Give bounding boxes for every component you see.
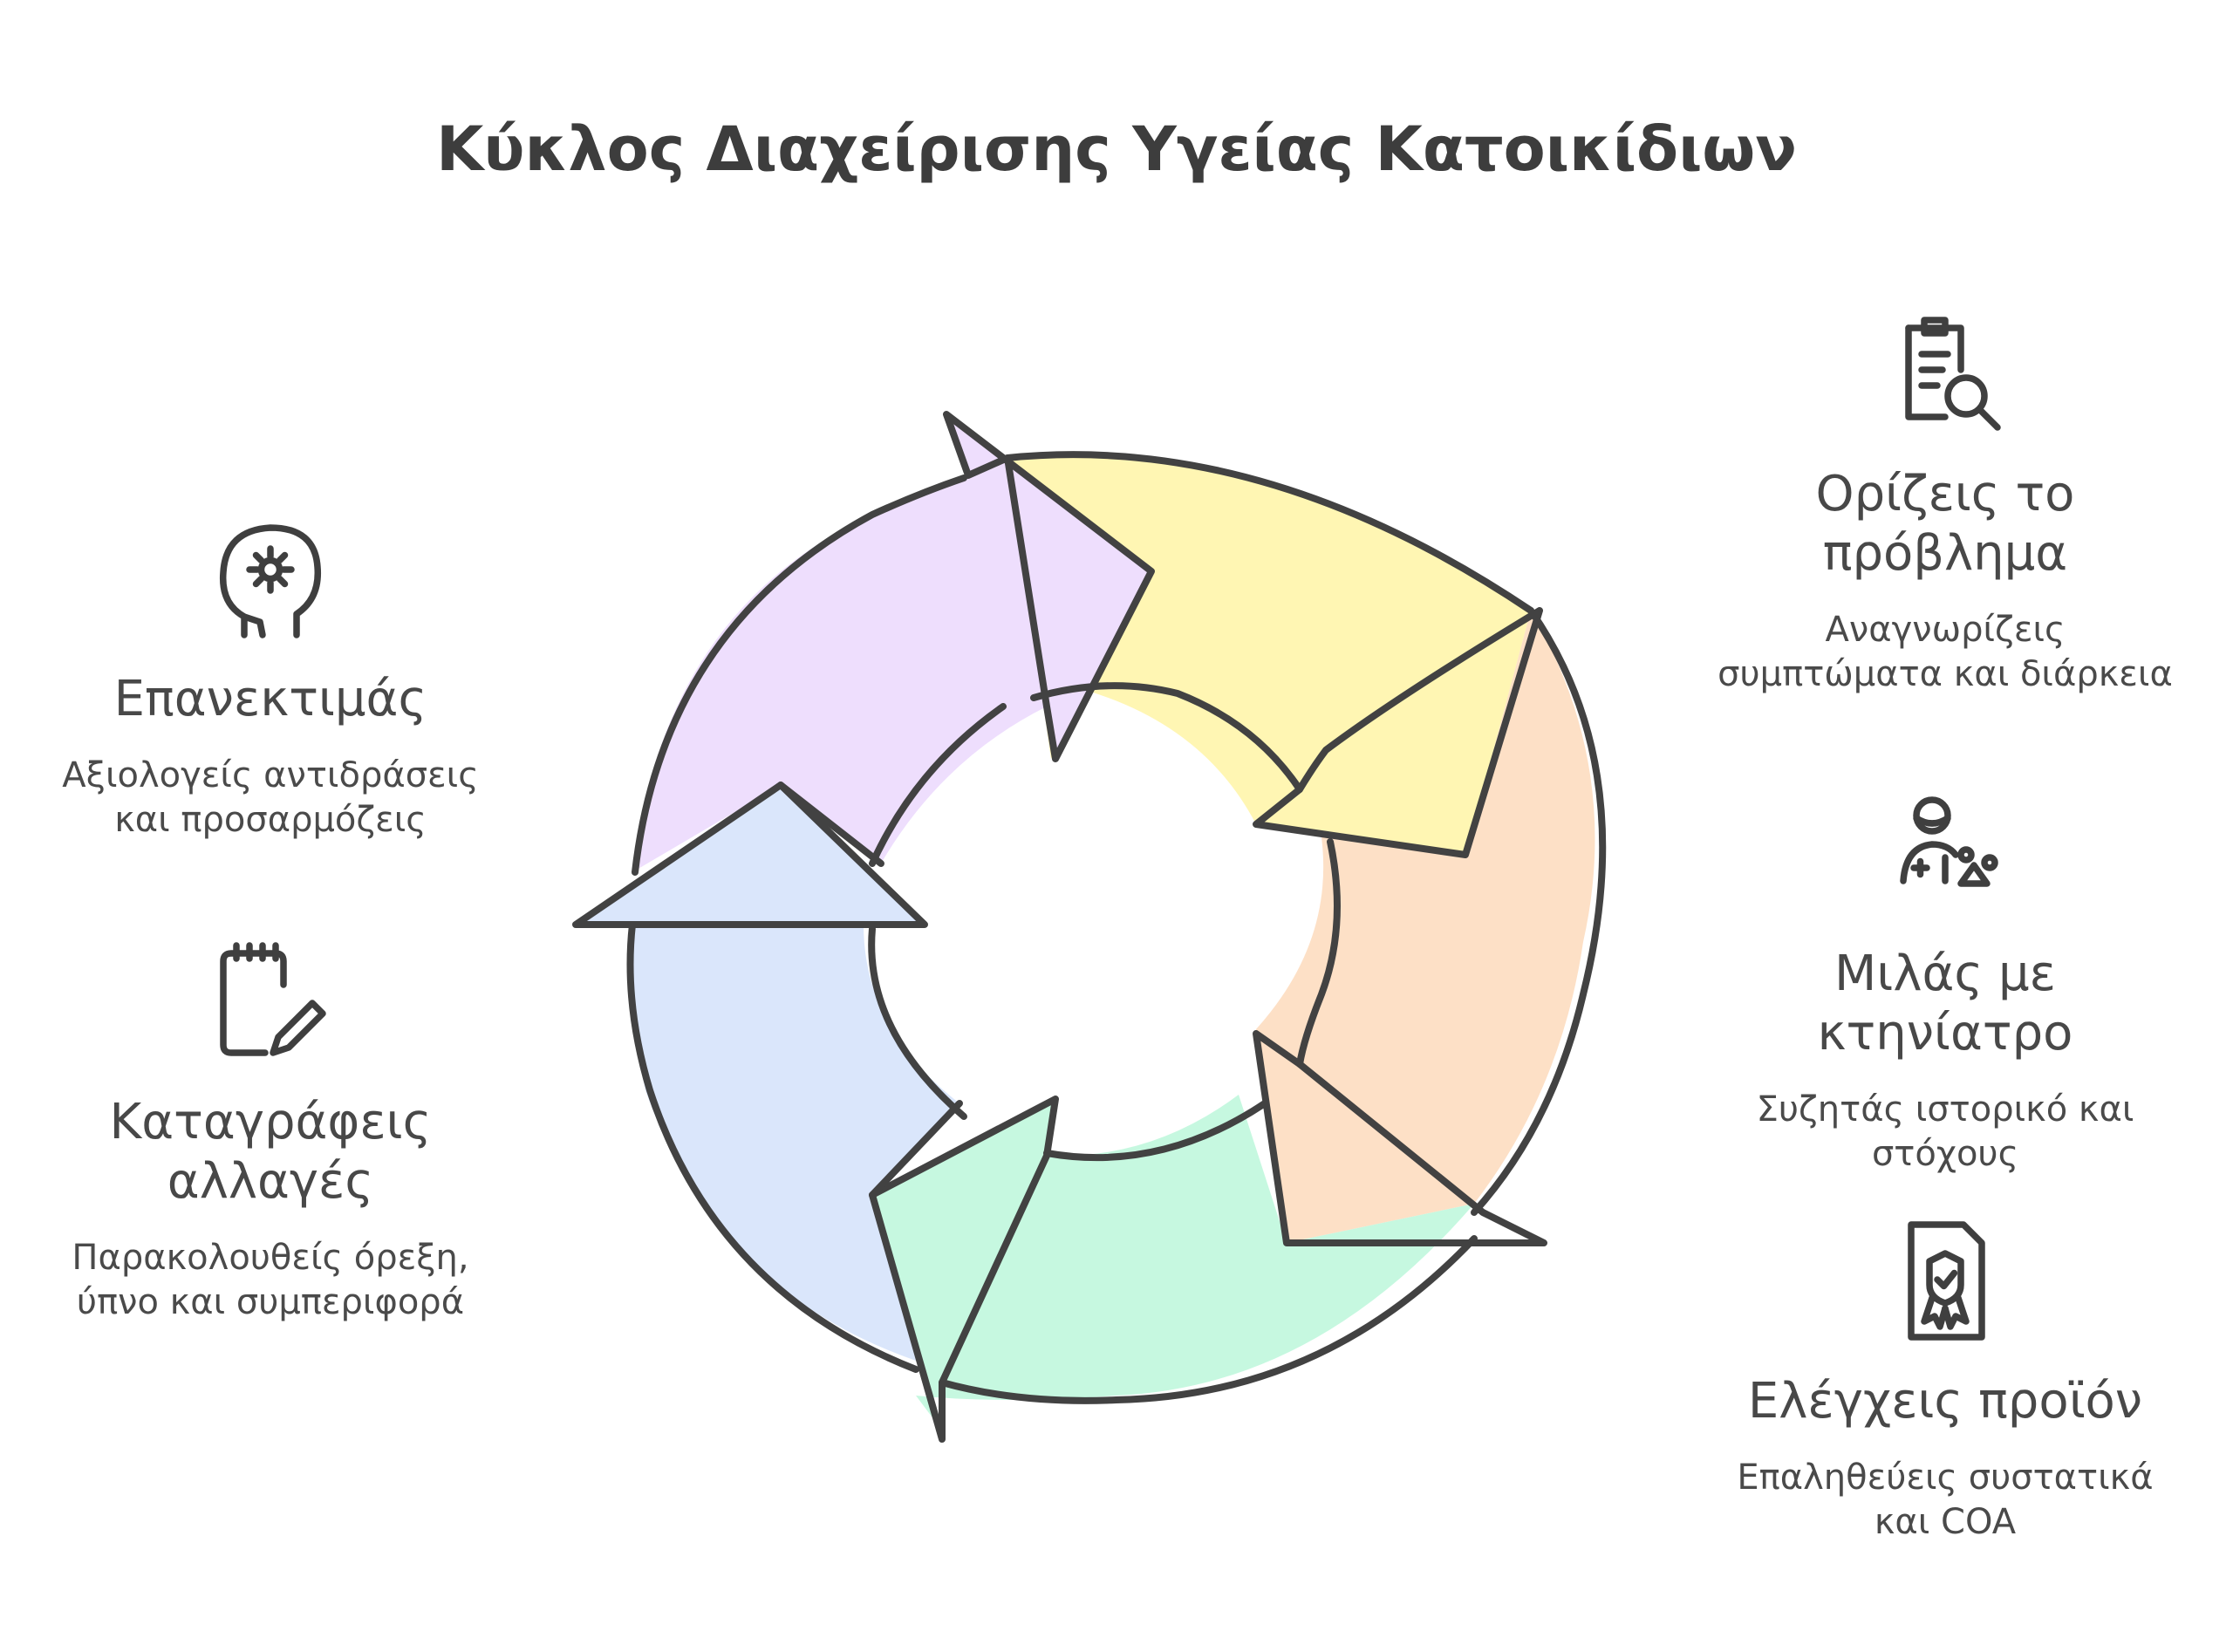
step-product-title: Ελέγχεις προϊόν — [1747, 1373, 2143, 1430]
step-define-description: Αναγνωρίζεις συμπτώματα και διάρκεια — [1717, 610, 2173, 694]
step-vet: Μιλάς με κτηνίατρο Συζητάς ιστορικό και … — [1701, 789, 2189, 1177]
vet-people-icon — [1900, 796, 1998, 887]
certificate-badge-icon — [1908, 1221, 1985, 1341]
cycle-arrow-yellow — [1007, 455, 1531, 855]
cycle-arrow-green — [872, 1095, 1474, 1430]
step-reassess: Επανεκτιμάς Αξιολογείς αντιδράσεις και π… — [26, 515, 515, 843]
step-reassess-description: Αξιολογείς αντιδράσεις και προσαρμόζεις — [62, 755, 479, 840]
cycle-arrow-peach — [1256, 611, 1595, 1243]
step-reassess-title: Επανεκτιμάς — [113, 671, 427, 727]
step-record-title: Καταγράφεις αλλαγές — [109, 1094, 432, 1210]
step-product-description: Επαληθεύεις συστατικά και COA — [1737, 1457, 2154, 1542]
step-product: Ελέγχεις προϊόν Επαληθεύεις συστατικά κα… — [1701, 1217, 2189, 1545]
diagram-title: Κύκλος Διαχείρισης Υγείας Κατοικίδιων — [436, 113, 1797, 185]
notepad-pencil-icon — [220, 942, 326, 1056]
head-gear-icon — [219, 524, 322, 638]
step-vet-description: Συζητάς ιστορικό και στόχους — [1756, 1089, 2134, 1174]
step-vet-title: Μιλάς με κτηνίατρο — [1817, 945, 2073, 1062]
step-record-description: Παρακολουθείς όρεξη, ύπνο και συμπεριφορ… — [72, 1238, 469, 1322]
step-record: Καταγράφεις αλλαγές Παρακολουθείς όρεξη,… — [26, 938, 515, 1325]
step-define: Ορίζεις το πρόβλημα Αναγνωρίζεις συμπτώμ… — [1701, 310, 2189, 697]
step-define-title: Ορίζεις το πρόβλημα — [1815, 466, 2075, 582]
cycle-arrow-blue — [576, 785, 959, 1361]
clipboard-search-icon — [1905, 317, 2001, 431]
